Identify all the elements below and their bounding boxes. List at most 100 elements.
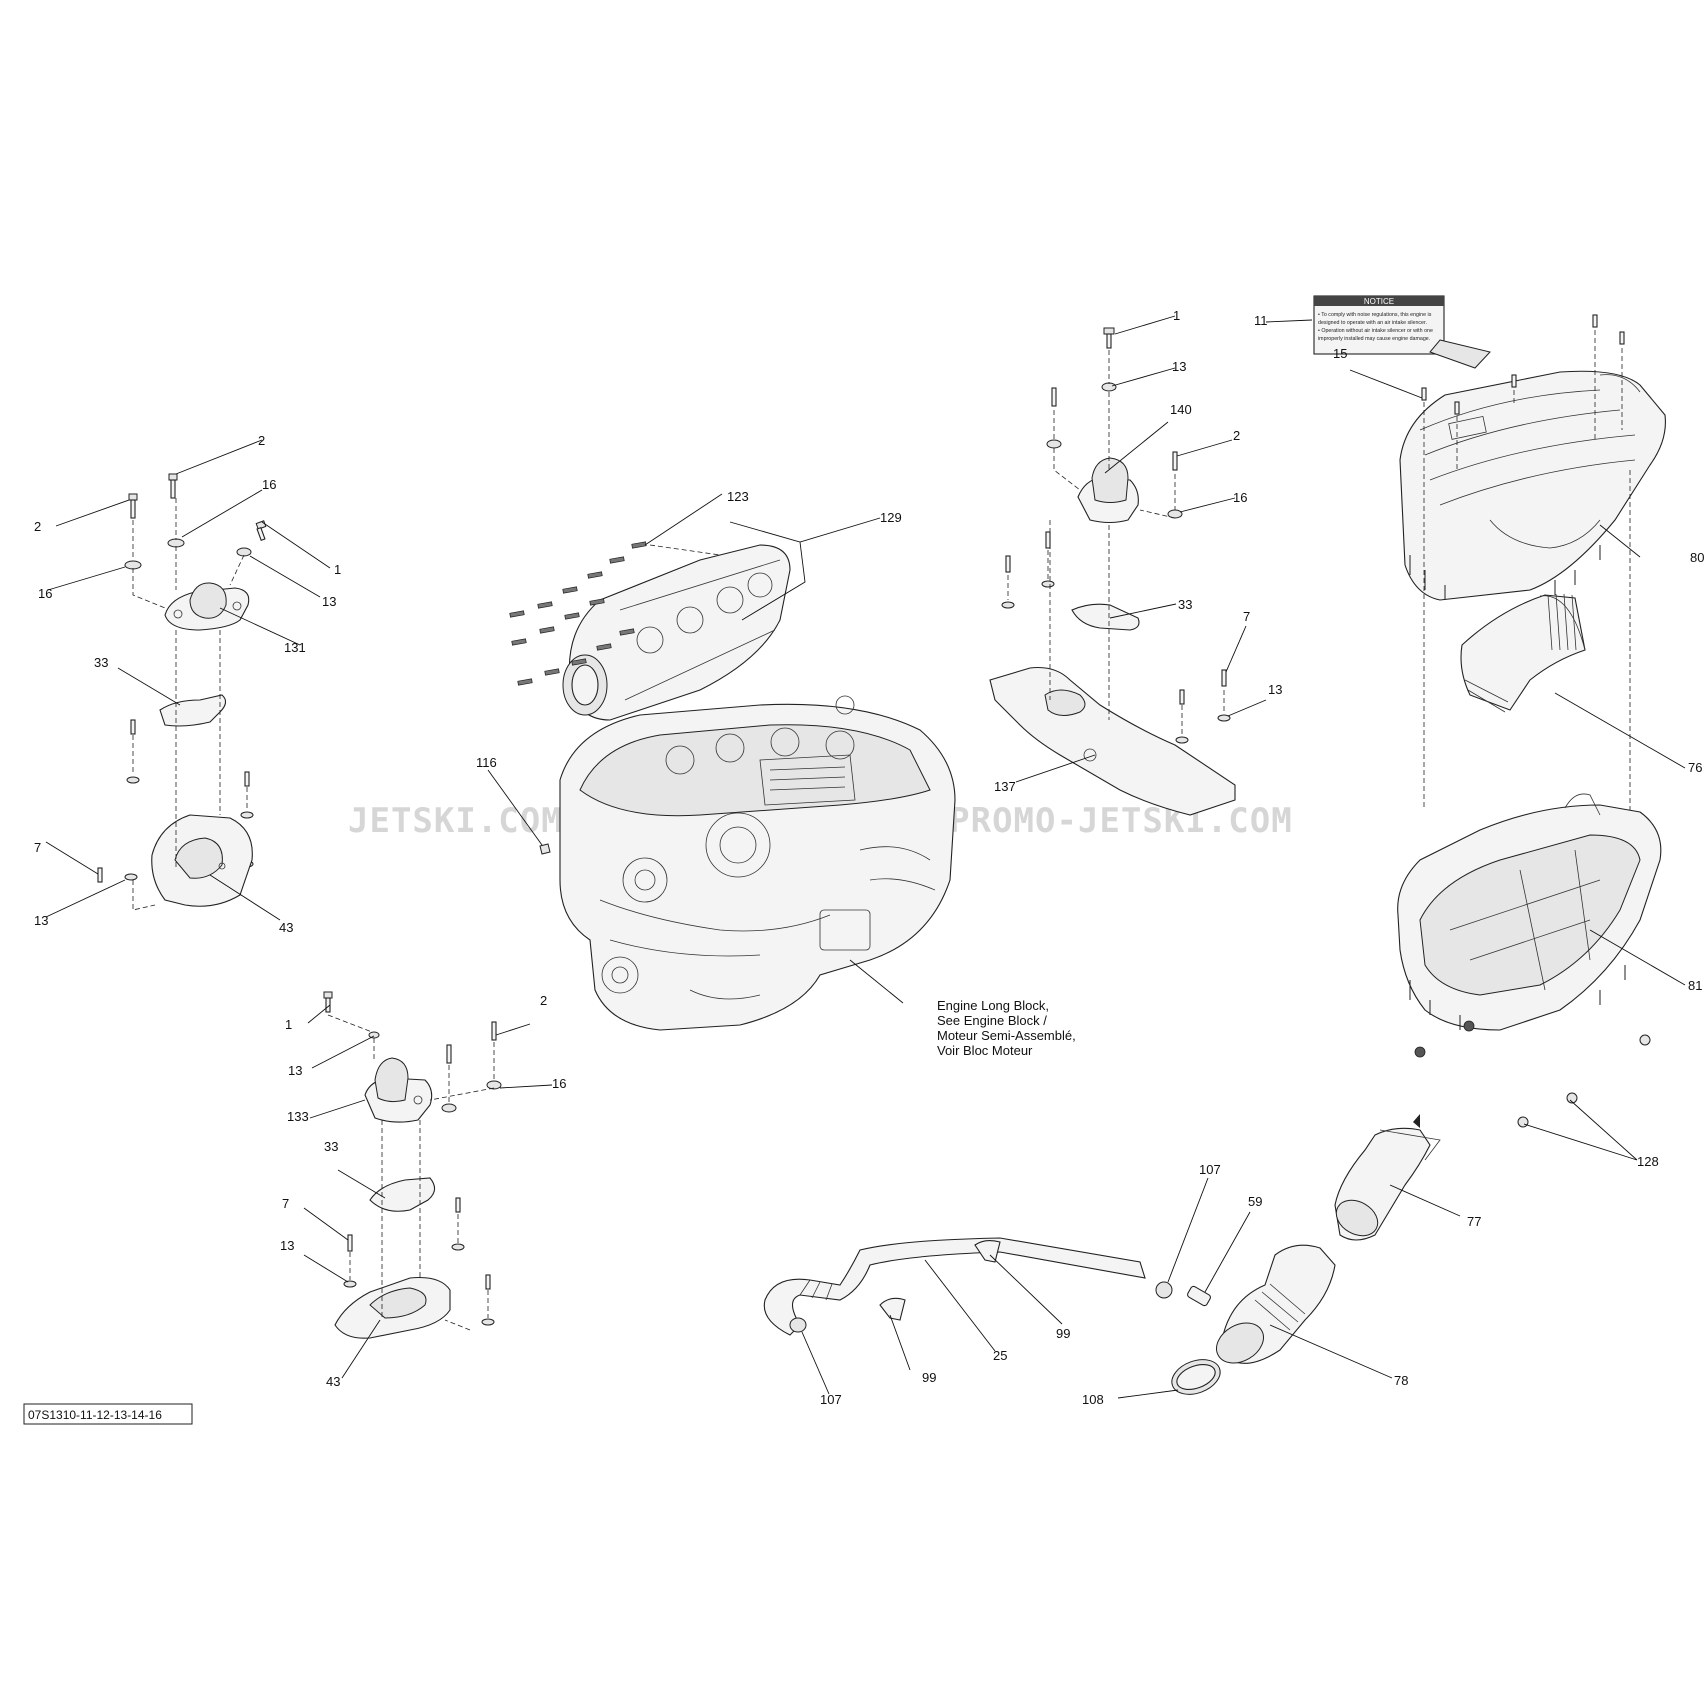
washer-d1 (441, 1103, 457, 1113)
callout-43-b: 43 (326, 1374, 340, 1389)
mount-bracket-43b (334, 1276, 451, 1339)
callout-2-a: 2 (258, 433, 265, 448)
callout-13-a: 13 (322, 594, 336, 609)
bolt-1b (1103, 327, 1115, 335)
callout-43-a: 43 (279, 920, 293, 935)
airbox-fasteners (1414, 1020, 1651, 1128)
callout-1-c: 1 (285, 1017, 292, 1032)
shim-33b (1071, 603, 1140, 631)
fastener-116 (539, 843, 551, 855)
cover-screws (1421, 314, 1625, 415)
callout-116: 116 (476, 755, 497, 770)
washer-16a (124, 560, 142, 570)
callout-78: 78 (1394, 1373, 1408, 1388)
clamp-108-inner (1176, 1364, 1216, 1390)
callout-107-a: 107 (1199, 1162, 1221, 1177)
manifold-bolts-123 (509, 541, 647, 686)
washer-16d (486, 1080, 502, 1090)
callout-7-c: 7 (282, 1196, 289, 1211)
shim-33a (159, 694, 227, 727)
notice-title: NOTICE (1364, 297, 1394, 306)
clip-99a (879, 1297, 906, 1321)
bolt-d2 (455, 1197, 461, 1213)
callout-129: 129 (880, 510, 902, 525)
notice-line-2: designed to operate with an air intake s… (1318, 320, 1427, 326)
washer-c2 (1001, 601, 1015, 609)
callout-133: 133 (287, 1109, 309, 1124)
small-label-piece (1429, 339, 1491, 369)
notice-line-4: improperly installed may cause engine da… (1318, 336, 1430, 342)
callout-137: 137 (994, 779, 1016, 794)
bolt-7b (1221, 669, 1227, 687)
washer-c1 (1046, 439, 1062, 449)
engine-note-line-2: See Engine Block / (937, 1013, 1047, 1028)
washer-d3 (481, 1318, 495, 1326)
callout-1-b: 1 (1173, 308, 1180, 323)
callout-99-b: 99 (922, 1370, 936, 1385)
notice-label-11: NOTICE • To comply with noise regulation… (1313, 295, 1445, 355)
shim-33c (369, 1177, 436, 1212)
callout-7-a: 7 (34, 840, 41, 855)
washer-small-a (126, 776, 140, 784)
engine-note-line-4: Voir Bloc Moteur (937, 1043, 1033, 1058)
washer-13d (1217, 714, 1231, 722)
clip-99b (974, 1239, 1001, 1263)
bolt-d3 (485, 1274, 491, 1290)
callout-2-c: 2 (1233, 428, 1240, 443)
washer-13e (368, 1031, 380, 1039)
washer-13f (343, 1280, 357, 1288)
left-lower-mount-group (323, 991, 502, 1339)
washer-16b (167, 538, 185, 548)
callout-13-c: 13 (1172, 359, 1186, 374)
washer-d2 (451, 1243, 465, 1251)
clamp-107a (789, 1317, 807, 1333)
intake-manifold-129 (562, 544, 791, 721)
callout-81: 81 (1688, 978, 1702, 993)
air-box-cover-80 (1399, 370, 1666, 601)
engine-note-line-1: Engine Long Block, (937, 998, 1049, 1013)
callout-13-b: 13 (34, 913, 48, 928)
washer-small-b (240, 811, 254, 819)
mount-bracket-137 (989, 666, 1236, 816)
callout-2-b: 2 (34, 519, 41, 534)
mount-bracket-43a (151, 814, 253, 907)
engine-mount-131 (164, 582, 250, 631)
fitting-59 (1187, 1285, 1211, 1307)
bolt-small-b (244, 771, 250, 787)
engine-mount-133 (364, 1057, 433, 1123)
bolt-7a (97, 867, 103, 883)
washer-13b (124, 873, 138, 881)
callout-33-a: 33 (94, 655, 108, 670)
left-upper-mount-group (97, 473, 267, 911)
bolt-c1 (1051, 387, 1057, 407)
clamp-107b (1155, 1281, 1173, 1299)
engine-mount-140 (1077, 457, 1139, 524)
washer-c4 (1175, 736, 1189, 744)
callout-80: 80 (1690, 550, 1704, 565)
callout-16-c: 16 (1233, 490, 1247, 505)
callout-123: 123 (727, 489, 749, 504)
notice-line-1: • To comply with noise regulations, this… (1318, 312, 1432, 318)
callout-13-d: 13 (1268, 682, 1282, 697)
engine-note: Engine Long Block, See Engine Block / Mo… (937, 998, 1076, 1058)
bolt-2d (491, 1021, 497, 1041)
washer-13c (1101, 382, 1117, 392)
air-box-base-81 (1397, 793, 1662, 1031)
bolt-2b (168, 473, 178, 499)
callout-labels: 2 2 16 1 16 13 13 1 33 7 13 43 123 129 11… (34, 308, 1704, 1407)
callout-77: 77 (1467, 1214, 1481, 1229)
washer-13a (236, 547, 252, 557)
callout-76: 76 (1688, 760, 1702, 775)
engine-note-line-3: Moteur Semi-Assemblé, (937, 1028, 1076, 1043)
callout-33-b: 33 (1178, 597, 1192, 612)
bolt-2c (1172, 451, 1178, 471)
callout-7-b: 7 (1243, 609, 1250, 624)
callout-16-b: 16 (38, 586, 52, 601)
bolt-c3 (1045, 531, 1051, 549)
callout-140: 140 (1170, 402, 1192, 417)
callout-25: 25 (993, 1348, 1007, 1363)
callout-99-a: 99 (1056, 1326, 1070, 1341)
bolt-c2 (1005, 555, 1011, 573)
washer-c3 (1041, 580, 1055, 588)
